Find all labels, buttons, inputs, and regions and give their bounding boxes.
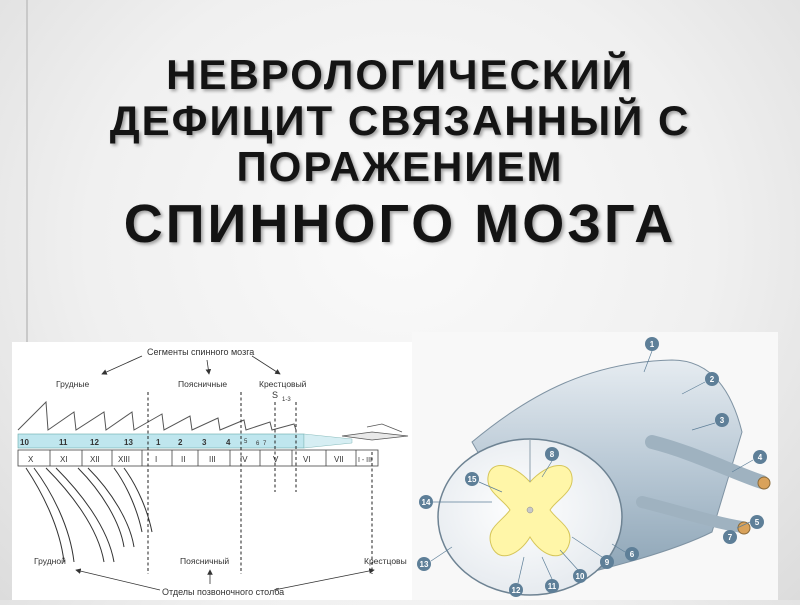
top-caption: Сегменты спинного мозга — [147, 347, 254, 357]
vertebra-label: I — [155, 455, 157, 464]
callout-label: 1 — [650, 340, 655, 349]
cord-segment-label: 13 — [124, 438, 133, 447]
segments-diagram-svg: Сегменты спинного мозга Грудные Поясничн… — [17, 347, 409, 597]
vertebra-label: VI — [303, 455, 311, 464]
sacrum-edge — [366, 423, 403, 433]
callout-label: 4 — [758, 453, 763, 462]
callout-label: 9 — [605, 558, 610, 567]
title-line-1: НЕВРОЛОГИЧЕСКИЙ — [166, 51, 634, 98]
vertebra-label: IV — [240, 455, 248, 464]
vertebra-label: XII — [90, 455, 100, 464]
cord-segment-label: 11 — [59, 438, 68, 447]
cauda-equina — [303, 433, 353, 449]
bottom-caption: Отделы позвоночного столба — [162, 587, 284, 597]
callout-label: 6 — [630, 550, 635, 559]
vertebra-label: XIII — [118, 455, 130, 464]
callout-label: 5 — [755, 518, 760, 527]
title-line-3: ПОРАЖЕНИЕМ — [236, 143, 564, 190]
nerve-end-upper — [757, 476, 771, 490]
left-border-line — [26, 0, 28, 600]
cross-section-svg: 1 2 3 4 5 6 7 8 9 10 11 12 13 14 15 — [417, 337, 771, 597]
callout-label: 8 — [550, 450, 555, 459]
region-boundaries — [147, 392, 373, 574]
cord-segment-label: 12 — [90, 438, 99, 447]
label-s: S — [272, 390, 278, 400]
label-s-sub: 1-3 — [282, 397, 291, 403]
label-thoracic: Грудные — [56, 379, 89, 389]
callout-label: 7 — [728, 533, 733, 542]
cord-segment-label: 3 — [202, 438, 207, 447]
central-canal — [526, 506, 534, 514]
callout-markers: 1 2 3 4 5 6 7 8 9 10 11 12 13 14 15 — [417, 337, 767, 597]
vertebra-label: V — [273, 455, 279, 464]
nerve-root-lower — [636, 496, 748, 533]
callout-label: 2 — [710, 375, 715, 384]
vertebra-label: II — [181, 455, 185, 464]
nerve-roots — [25, 467, 153, 563]
arrow-to-bottom-sacral — [273, 568, 375, 591]
cord-segment-label: 6 — [256, 441, 260, 447]
cord-segment-label: 1 — [156, 438, 161, 447]
label-sacral: Крестцовый — [259, 379, 307, 389]
nerve-end-lower — [737, 521, 751, 535]
callout-label: 15 — [468, 475, 477, 484]
vertebra-label: III — [209, 455, 216, 464]
arrow-to-thoracic — [101, 355, 143, 375]
nerve-root-upper — [645, 435, 769, 489]
callout-label: 3 — [720, 416, 725, 425]
vertebra-label: X — [28, 455, 34, 464]
arrow-to-bottom-thoracic — [75, 568, 161, 591]
cord-segment-label: 4 — [226, 438, 231, 447]
cord-segment-label: 7 — [263, 441, 267, 447]
vertebra-label: VII — [334, 455, 344, 464]
bottom-lumbar: Поясничный — [180, 556, 229, 566]
vertebral-spines — [17, 400, 297, 431]
label-lumbar: Поясничные — [178, 379, 227, 389]
sacrum-tail — [341, 431, 409, 441]
bottom-thoracic: Грудной — [34, 556, 66, 566]
cord-segment-label: 5 — [244, 439, 248, 445]
segments-diagram: Сегменты спинного мозга Грудные Поясничн… — [12, 342, 415, 600]
cross-section-illustration: 1 2 3 4 5 6 7 8 9 10 11 12 13 14 15 — [412, 332, 778, 600]
callout-label: 13 — [420, 560, 429, 569]
arrow-to-lumbar — [205, 359, 212, 375]
vertebra-label: I - III — [358, 457, 372, 464]
slide-title: НЕВРОЛОГИЧЕСКИЙ ДЕФИЦИТ СВЯЗАННЫЙ С ПОРА… — [0, 52, 800, 256]
callout-label: 10 — [576, 572, 585, 581]
title-line-4: СПИННОГО МОЗГА — [123, 194, 677, 254]
callout-label: 11 — [548, 582, 557, 591]
title-line-2: ДЕФИЦИТ СВЯЗАННЫЙ С — [109, 97, 691, 144]
bottom-sacral: Крестцовы — [364, 556, 407, 566]
arrow-to-sacral — [251, 355, 281, 375]
cord-segment-label: 2 — [178, 438, 183, 447]
vertebra-label: XI — [60, 455, 68, 464]
callout-label: 12 — [512, 586, 521, 595]
callout-label: 14 — [422, 498, 431, 507]
cord-segment-label: 10 — [20, 438, 29, 447]
callout-leaders — [430, 350, 754, 584]
